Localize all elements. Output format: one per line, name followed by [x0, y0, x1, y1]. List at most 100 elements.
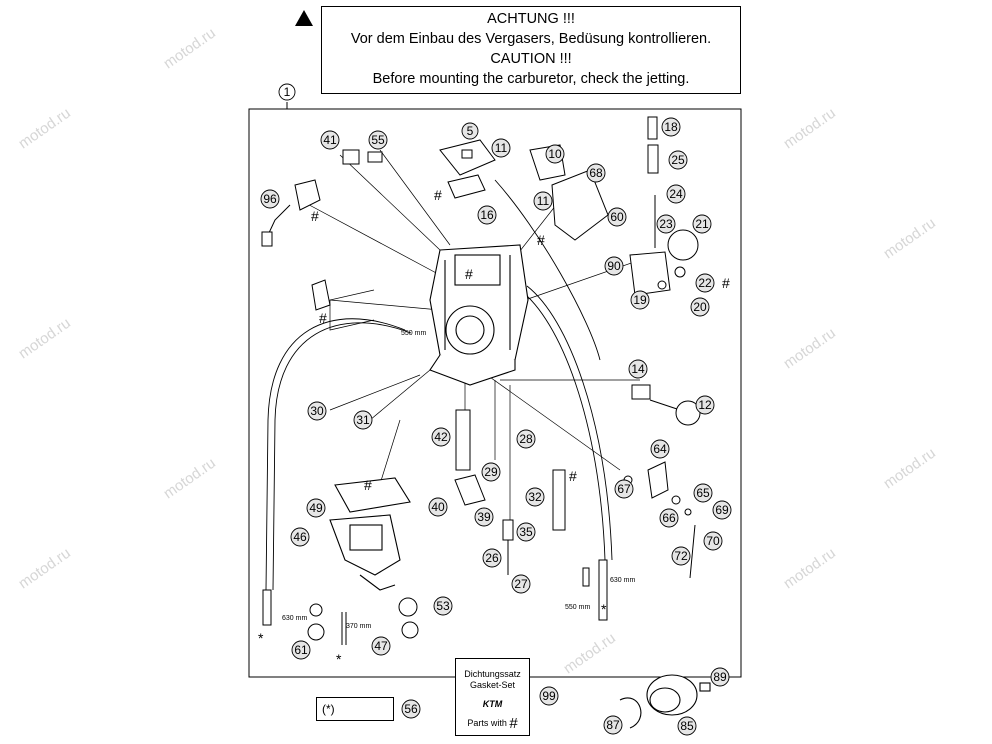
- callout-c40: 40: [428, 497, 448, 517]
- callout-number: 21: [695, 217, 709, 231]
- hash-mark: #: [311, 208, 319, 224]
- caution-line-de-title: ACHTUNG !!!: [487, 11, 575, 27]
- brand-logo: KTM: [482, 699, 503, 709]
- callout-circle: [630, 290, 650, 310]
- intake-connector: [619, 674, 711, 729]
- lower-small-parts: [307, 409, 566, 645]
- gasket-kit-box: Dichtungssatz Gasket-Set KTM Parts with …: [455, 658, 530, 736]
- callout-circle: [533, 191, 553, 211]
- callout-number: 49: [309, 501, 323, 515]
- callout-number: 23: [659, 217, 673, 231]
- callout-circle: [474, 507, 494, 527]
- callout-number: 22: [698, 276, 712, 290]
- callout-number: 19: [633, 293, 647, 307]
- kit-label: (*): [322, 702, 335, 716]
- callout-number: 11: [495, 141, 508, 155]
- caution-line-de-text: Vor dem Einbau des Vergasers, Bedüsung k…: [350, 31, 712, 47]
- callout-c89: 89: [710, 667, 730, 687]
- callout-circle: [482, 548, 502, 568]
- callout-c60: 60: [607, 207, 627, 227]
- callout-circle: [368, 130, 388, 150]
- warning-triangle-icon: [295, 10, 313, 26]
- pump-housing: [629, 229, 699, 296]
- callout-circle: [539, 686, 559, 706]
- callout-c35: 35: [516, 522, 536, 542]
- callout-number: 18: [664, 120, 678, 134]
- callout-c24: 24: [666, 184, 686, 204]
- callout-circle: [431, 427, 451, 447]
- callout-number: 42: [434, 430, 448, 444]
- callout-number: 5: [467, 124, 474, 138]
- top-cover: [439, 139, 496, 199]
- callout-circle: [650, 439, 670, 459]
- callout-c25: 25: [668, 150, 688, 170]
- callout-c87: 87: [603, 715, 623, 735]
- callout-c61: 61: [291, 640, 311, 660]
- callout-c11a: 11: [491, 138, 511, 158]
- callout-circle: [491, 138, 511, 158]
- float-bowl: [329, 477, 411, 591]
- callout-circle: [703, 531, 723, 551]
- callout-c69: 69: [712, 500, 732, 520]
- callout-circle: [433, 596, 453, 616]
- callout-c31: 31: [353, 410, 373, 430]
- callout-circle: [712, 500, 732, 520]
- callout-circle: [677, 716, 697, 736]
- callout-circle: [545, 144, 565, 164]
- choke-and-sensor-parts: [261, 149, 383, 311]
- asterisk-mark: *: [601, 601, 607, 617]
- callout-c56: 56: [401, 699, 421, 719]
- hash-mark: #: [537, 232, 545, 248]
- callout-circle: [371, 636, 391, 656]
- callout-circle: [306, 498, 326, 518]
- callout-number: 25: [671, 153, 685, 167]
- callout-c11b: 11: [533, 191, 553, 211]
- callout-number: 46: [293, 530, 307, 544]
- callout-c70: 70: [703, 531, 723, 551]
- callout-circle: [671, 546, 691, 566]
- callout-number: 10: [548, 147, 562, 161]
- callout-number: 35: [519, 525, 533, 539]
- callout-c19: 19: [630, 290, 650, 310]
- callout-circle: [291, 640, 311, 660]
- carburetor-body: [429, 244, 529, 386]
- callout-number: 55: [371, 133, 385, 147]
- callout-circle: [516, 429, 536, 449]
- callout-number: 60: [610, 210, 624, 224]
- callout-number: 11: [537, 194, 550, 208]
- callout-c16: 16: [477, 205, 497, 225]
- callout-c55: 55: [368, 130, 388, 150]
- caution-line-en-title: CAUTION !!!: [490, 51, 572, 67]
- callout-circle: [320, 130, 340, 150]
- callout-number: 61: [294, 643, 308, 657]
- callout-circle: [525, 487, 545, 507]
- callout-number: 68: [589, 166, 603, 180]
- callout-circle: [278, 83, 296, 101]
- callout-number: 47: [374, 639, 388, 653]
- callout-number: 32: [528, 490, 542, 504]
- callout-number: 41: [323, 133, 337, 147]
- callout-c1: 1: [278, 83, 296, 101]
- callout-number: 40: [431, 500, 445, 514]
- callout-c32: 32: [525, 487, 545, 507]
- callout-c90: 90: [604, 256, 624, 276]
- callout-circle: [695, 395, 715, 415]
- callout-c5: 5: [461, 122, 479, 140]
- callout-c96: 96: [260, 189, 280, 209]
- callout-number: 30: [310, 404, 324, 418]
- callout-circle: [516, 522, 536, 542]
- callout-circle: [477, 205, 497, 225]
- callout-c20: 20: [690, 297, 710, 317]
- callout-number: 56: [404, 702, 418, 716]
- callout-number: 31: [356, 413, 370, 427]
- callout-number: 89: [713, 670, 727, 684]
- small-parts-kit-box: (*): [316, 697, 394, 721]
- callout-number: 27: [514, 577, 528, 591]
- callout-circle: [666, 184, 686, 204]
- hash-mark: #: [722, 275, 730, 291]
- callout-circle: [603, 715, 623, 735]
- callout-number: 16: [480, 208, 494, 222]
- callout-c22: 22: [695, 273, 715, 293]
